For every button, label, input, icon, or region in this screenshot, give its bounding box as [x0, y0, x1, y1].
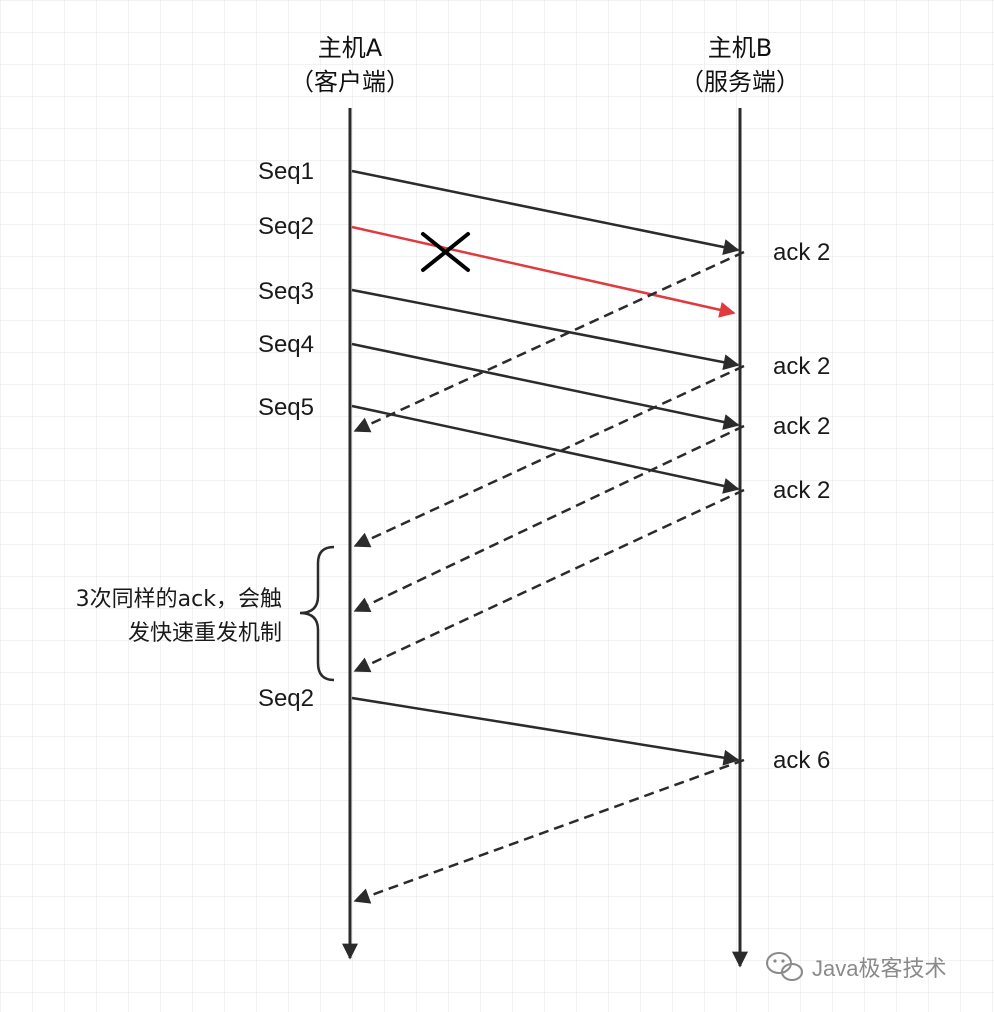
ack-arrow	[353, 364, 745, 548]
ack-label: ack 2	[773, 239, 830, 266]
segment-arrow	[351, 288, 740, 371]
lost-segment-arrow	[351, 225, 736, 318]
seq-label: Seq5	[258, 394, 314, 421]
wechat-logo-icon	[766, 952, 803, 981]
ack-label: ack 6	[773, 747, 830, 774]
ack-arrow	[353, 758, 745, 904]
host-a-role: （客户端）	[290, 68, 410, 96]
annotation-line-1: 3次同样的ack，会触	[76, 587, 282, 612]
ack-label: ack 2	[773, 353, 830, 380]
host-a-name: 主机A	[318, 34, 383, 62]
seq-label: Seq4	[258, 331, 314, 358]
segment-arrow	[351, 342, 740, 430]
seq-label: Seq2	[258, 213, 314, 240]
ack-arrow	[353, 250, 745, 433]
ack-label: ack 2	[773, 413, 830, 440]
seq-label: Seq3	[258, 278, 314, 305]
seq-label: Seq1	[258, 158, 314, 185]
watermark-text: Java极客技术	[812, 956, 946, 981]
segment-arrow	[351, 169, 740, 255]
ack-arrow	[353, 488, 745, 673]
retransmit-segment-arrow	[351, 696, 740, 766]
ack-arrow	[353, 424, 745, 613]
annotation-line-2: 发快速重发机制	[128, 621, 282, 646]
packet-lost-x-icon	[421, 232, 470, 272]
seq-label: Seq2	[258, 685, 314, 712]
host-b-name: 主机B	[708, 34, 772, 62]
ack-label: ack 2	[773, 477, 830, 504]
host-b-role: （服务端）	[680, 68, 800, 96]
curly-brace	[299, 545, 335, 682]
segment-arrow	[351, 404, 740, 494]
